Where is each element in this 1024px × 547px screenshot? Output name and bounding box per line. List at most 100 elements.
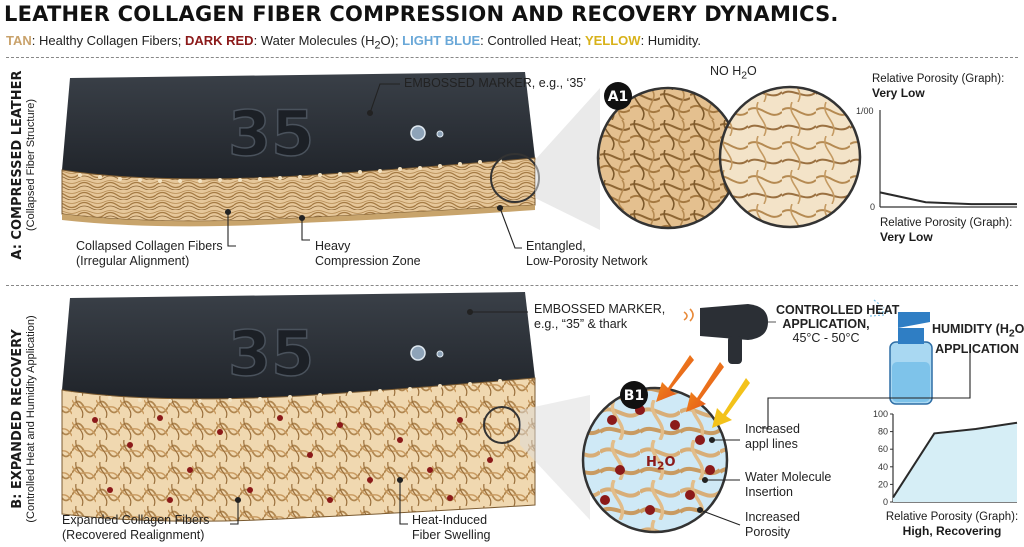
water-droplet-large-b [410, 345, 426, 361]
graph-b-series-area [893, 422, 1017, 502]
water-insertion-line1: Water Molecule [745, 470, 832, 484]
legend-red-key: DARK RED [184, 33, 254, 48]
heat-arrows [656, 355, 750, 428]
graph-b-bottom-value: High, Recovering [902, 524, 1002, 538]
compression-zone-line2: Compression Zone [315, 254, 421, 268]
collapsed-fibers-label: Collapsed Collagen Fibers (Irregular Ali… [76, 239, 223, 269]
zoom-cone-a [535, 88, 600, 230]
section-b-label: B: EXPANDED RECOVERY [10, 329, 25, 509]
leader-lines [224, 83, 971, 526]
fiber-swelling-label: Heat-Induced Fiber Swelling [412, 513, 491, 543]
leather-fiber-layer-b [61, 377, 536, 522]
fiber-swelling-line1: Heat-Induced [412, 513, 488, 527]
divider-top [6, 57, 1018, 58]
graph-a-top-title: Relative Porosity (Graph): Very Low [872, 72, 1004, 101]
water-droplet-small-b [436, 350, 444, 358]
section-a-label: A: COMPRESSED LEATHER [10, 70, 25, 260]
badge-b1-bg [620, 381, 648, 409]
increased-porosity-label: Increased Porosity [745, 510, 800, 540]
embossed-callout-b-line1: EMBOSSED MARKER, [534, 302, 666, 316]
increased-porosity-line1: Increased [745, 510, 800, 524]
graph-b-series-line [892, 421, 1018, 499]
graph-b-ytick-label: 0 [883, 497, 888, 507]
leather-bottom-edge-a [62, 205, 535, 227]
zoom-cone-b [520, 395, 590, 520]
collapsed-fibers-line1: Collapsed Collagen Fibers [76, 239, 223, 253]
legend-red-end: O); [380, 33, 403, 48]
compression-zone-line1: Heavy [315, 239, 351, 253]
graph-a [879, 110, 1017, 208]
section-b-leather-block [61, 292, 536, 522]
water-molecules-b [92, 415, 493, 503]
badge-a1-bg [604, 82, 632, 110]
legend-tan-text: : Healthy Collagen Fibers; [31, 33, 185, 48]
heat-arrow-2 [686, 362, 724, 412]
entangled-network-label: Entangled, Low-Porosity Network [526, 239, 648, 269]
legend-yellow-text: : Humidity. [640, 33, 701, 48]
embossed-callout-a: EMBOSSED MARKER, e.g., ‘35’ [404, 76, 587, 90]
leather-top-surface-b [62, 292, 535, 399]
hair-dryer-icon [683, 304, 768, 364]
expanded-fibers-line1: Expanded Collagen Fibers [62, 513, 210, 527]
heat-label-line2: APPLICATION, [782, 317, 870, 331]
water-insertion-label: Water Molecule Insertion [745, 470, 831, 500]
increased-lines-label: Increased appl lines [745, 422, 800, 452]
water-insertion-line2: Insertion [745, 485, 793, 499]
humidity-label-line2: APPLICATION [935, 341, 1019, 356]
embossed-number-b: 35 [228, 317, 314, 390]
graph-a-series-line [879, 191, 1017, 206]
embossed-number-a: 35 [228, 97, 314, 170]
legend-red-text: : Water Molecules (H [253, 33, 375, 48]
water-droplet-small-a [436, 130, 444, 138]
graph-a-bottom-title-text: Relative Porosity (Graph): [880, 217, 1013, 229]
humidity-label-text: HUMIDITY (H [932, 322, 1009, 336]
water-droplet-large-a [410, 125, 426, 141]
graph-a-ytick-bottom: 0 [870, 202, 875, 212]
heat-label-line1: CONTROLLED HEAT [776, 303, 900, 317]
no-water-end: O [747, 64, 757, 78]
graph-b-ytick-label: 20 [878, 479, 888, 489]
humidity-application-label: HUMIDITY (H2O) APPLICATION [932, 322, 1024, 356]
no-water-sub: 2 [741, 70, 748, 82]
graph-b-ytick-label: 60 [878, 444, 888, 454]
circle-water-sub: 2 [656, 459, 665, 473]
humidity-label-sub: 2 [1008, 328, 1015, 340]
fiber-swelling-line2: Fiber Swelling [412, 528, 491, 542]
heat-arrow-3 [712, 378, 750, 428]
legend-red-sub: 2 [374, 39, 381, 52]
entangled-network-line1: Entangled, [526, 239, 586, 253]
graph-a-bottom-title: Relative Porosity (Graph): Very Low [880, 216, 1012, 245]
legend-blue-text: : Controlled Heat; [480, 33, 585, 48]
embossed-callout-b-line2: e.g., “35” & thark [534, 317, 628, 331]
entangled-network-line2: Low-Porosity Network [526, 254, 648, 268]
graph-a-top-value: Very Low [872, 86, 925, 100]
circle-water-end: O [664, 455, 676, 470]
graph-b-ytick-label: 40 [878, 462, 888, 472]
section-a-leather-block [61, 72, 540, 227]
section-b-side-label: B: EXPANDED RECOVERY (Controlled Heat an… [10, 294, 37, 544]
graph-b-ytick-label: 80 [878, 427, 888, 437]
graph-a-top-title-text: Relative Porosity (Graph): [872, 73, 1005, 85]
leather-top-surface-a [62, 72, 535, 179]
humidity-label-end: O) [1014, 322, 1024, 336]
divider-middle [6, 285, 1018, 286]
fiber-circle-a1-loose [718, 85, 862, 229]
section-a-sublabel: (Collapsed Fiber Structure) [25, 98, 37, 232]
legend-tan-key: TAN [6, 33, 32, 48]
page-title: LEATHER COLLAGEN FIBER COMPRESSION AND R… [4, 2, 839, 26]
badge-b1: B1 [624, 388, 644, 404]
heat-arrow-1 [656, 355, 694, 402]
legend-yellow-key: YELLOW [584, 33, 641, 48]
embossed-callout-b: EMBOSSED MARKER, e.g., “35” & thark [534, 302, 665, 332]
increased-lines-line1: Increased [745, 422, 800, 436]
collapsed-fibers-line2: (Irregular Alignment) [76, 254, 190, 268]
heat-application-label: CONTROLLED HEAT APPLICATION, 45°C - 50°C [776, 303, 900, 345]
circle-water-label: H2O [646, 455, 676, 473]
surface-dots-b [78, 379, 502, 403]
graph-b-bottom-title: Relative Porosity (Graph): High, Recover… [882, 510, 1022, 539]
section-a-side-label: A: COMPRESSED LEATHER (Collapsed Fiber S… [10, 58, 37, 272]
graph-a-ytick-top: 1/00 [856, 106, 874, 116]
